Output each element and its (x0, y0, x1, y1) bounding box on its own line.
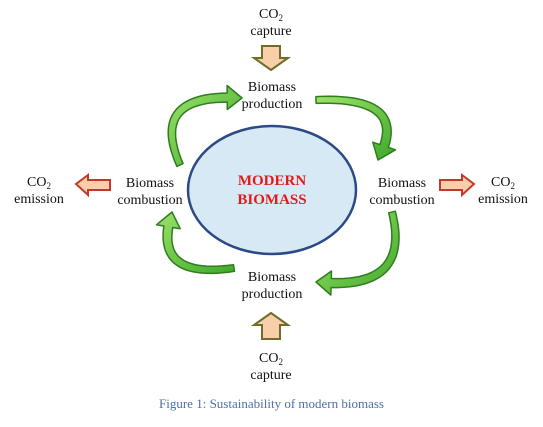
stage-bottom-line2: production (241, 287, 303, 302)
emission-arrow-icon-left (74, 173, 111, 198)
center-label-line2: BIOMASS (237, 192, 307, 208)
stage-bottom-line1: Biomass (247, 270, 297, 285)
flow-top-word: capture (250, 24, 292, 39)
capture-arrow-icon-top (250, 45, 292, 72)
emission-arrow-icon-right (439, 173, 476, 198)
cycle-arrow-icon-top-right (315, 95, 397, 161)
flow-label-top-capture: CO2 capture (236, 6, 306, 40)
stage-label-bottom: Biomass production (232, 269, 312, 303)
flow-label-bottom-capture: CO2 capture (236, 350, 306, 384)
stage-label-left: Biomass combustion (110, 175, 190, 209)
cycle-arrow-icon-top-left (167, 84, 243, 168)
figure-caption: Figure 1: Sustainability of modern bioma… (159, 396, 384, 411)
flow-left-word: emission (14, 192, 64, 207)
stage-label-top: Biomass production (232, 79, 312, 113)
flow-bottom-word: capture (250, 368, 292, 383)
co2-formula-top: CO2 (259, 7, 283, 23)
co2-formula-right: CO2 (491, 175, 515, 191)
stage-top-line2: production (241, 97, 303, 112)
capture-arrow-icon-bottom (250, 311, 292, 340)
co2-formula-left: CO2 (27, 175, 51, 191)
center-label: MODERN BIOMASS (222, 172, 322, 210)
stage-label-right: Biomass combustion (362, 175, 442, 209)
stage-left-line1: Biomass (125, 176, 175, 191)
flow-right-word: emission (478, 192, 528, 207)
flow-label-right-emission: CO2 emission (468, 174, 538, 208)
co2-formula-bottom: CO2 (259, 351, 283, 367)
modern-biomass-ellipse (186, 124, 358, 256)
stage-right-line2: combustion (369, 193, 435, 208)
stage-top-line1: Biomass (247, 80, 297, 95)
center-label-line1: MODERN (237, 173, 307, 189)
cycle-arrow-icon-bottom-left (155, 211, 236, 275)
cycle-arrow-icon-bottom-right (315, 210, 400, 296)
flow-label-left-emission: CO2 emission (4, 174, 74, 208)
stage-left-line2: combustion (117, 193, 183, 208)
stage-right-line1: Biomass (377, 176, 427, 191)
